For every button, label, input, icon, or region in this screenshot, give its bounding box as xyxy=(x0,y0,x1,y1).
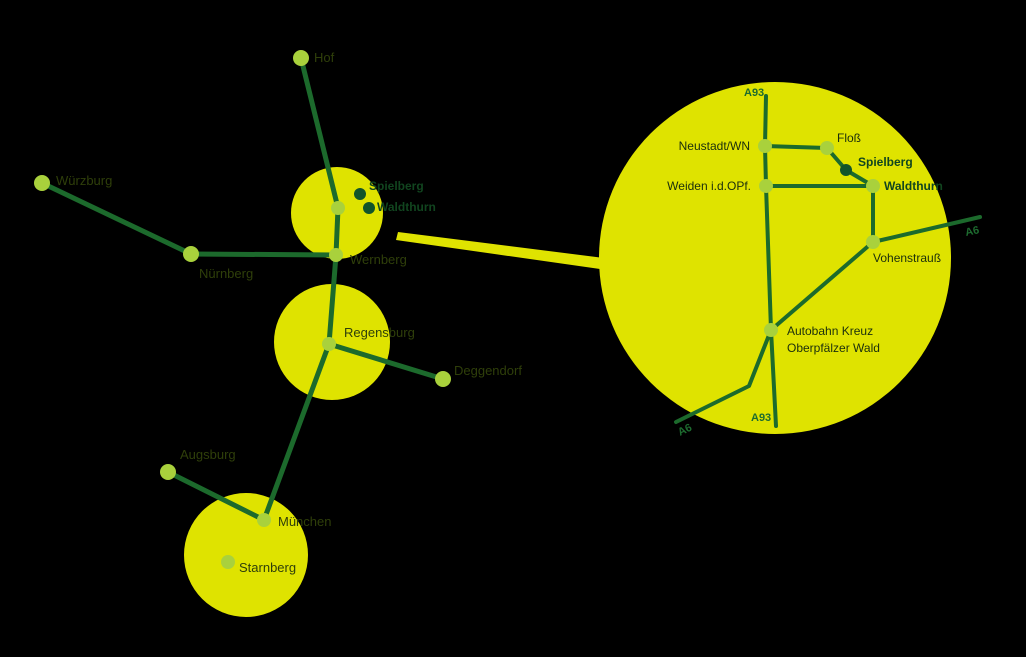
label-autobahn-kreuz-2: Oberpfälzer Wald xyxy=(787,341,880,355)
route-augsburg-muenchen xyxy=(165,469,267,523)
overview-routes xyxy=(39,55,446,523)
route-regensburg-deggendorf xyxy=(326,341,446,382)
label-starnberg: Starnberg xyxy=(239,560,296,575)
detail-destination-markers xyxy=(840,164,852,176)
label-nuernberg: Nürnberg xyxy=(199,266,253,281)
route-wernberg-regensburg xyxy=(326,252,339,347)
highlight-areas xyxy=(184,82,951,617)
label-floss: Floß xyxy=(837,131,861,145)
node-wuerzburg xyxy=(34,175,50,191)
node-deggendorf xyxy=(435,371,451,387)
node-junction-north xyxy=(331,201,345,215)
label-augsburg: Augsburg xyxy=(180,447,236,462)
label-wernberg: Wernberg xyxy=(350,252,407,267)
label-regensburg: Regensburg xyxy=(344,325,415,340)
overview-destination-markers xyxy=(354,188,375,214)
route-nuernberg-wernberg xyxy=(188,251,339,258)
label-weiden: Weiden i.d.OPf. xyxy=(667,179,751,193)
route-hof-spielberg xyxy=(298,55,341,211)
label-a93-top: A93 xyxy=(744,87,764,99)
label-a93-bottom: A93 xyxy=(751,412,771,424)
node-neustadt xyxy=(758,139,772,153)
node-wernberg xyxy=(329,248,343,262)
detail-labels: Neustadt/WN Floß Spielberg Weiden i.d.OP… xyxy=(667,87,980,439)
marker-spielberg xyxy=(354,188,366,200)
label-vohenstrauss: Vohenstrauß xyxy=(873,251,941,265)
node-autobahn-kreuz xyxy=(764,323,778,337)
label-hof: Hof xyxy=(314,50,335,65)
node-weiden xyxy=(759,179,773,193)
label-neustadt: Neustadt/WN xyxy=(679,139,750,153)
node-waldthurn-detail xyxy=(866,179,880,193)
node-floss xyxy=(820,141,834,155)
label-spielberg-detail: Spielberg xyxy=(858,155,913,169)
marker-waldthurn xyxy=(363,202,375,214)
label-muenchen: München xyxy=(278,514,331,529)
label-waldthurn: Waldthurn xyxy=(377,200,436,214)
label-waldthurn-detail: Waldthurn xyxy=(884,179,943,193)
overview-labels: Hof Würzburg Nürnberg Spielberg Waldthur… xyxy=(56,50,522,575)
zoom-circle xyxy=(599,82,951,434)
marker-spielberg-detail xyxy=(840,164,852,176)
label-deggendorf: Deggendorf xyxy=(454,363,522,378)
node-hof xyxy=(293,50,309,66)
detail-nodes xyxy=(758,139,880,337)
label-spielberg: Spielberg xyxy=(369,179,424,193)
node-starnberg xyxy=(221,555,235,569)
highlight-muenchen xyxy=(184,493,308,617)
label-a6-left: A6 xyxy=(676,422,694,439)
node-vohenstrauss xyxy=(866,235,880,249)
label-a6-right: A6 xyxy=(964,224,980,239)
label-autobahn-kreuz-1: Autobahn Kreuz xyxy=(787,324,873,338)
zoom-connector xyxy=(396,232,604,269)
overview-nodes xyxy=(34,50,451,569)
node-nuernberg xyxy=(183,246,199,262)
route-wuerzburg-nuernberg xyxy=(39,180,194,257)
node-regensburg xyxy=(322,337,336,351)
label-wuerzburg: Würzburg xyxy=(56,173,112,188)
route-neustadt-floss-spielberg xyxy=(763,144,875,188)
node-augsburg xyxy=(160,464,176,480)
route-spielberg-wernberg xyxy=(333,205,341,258)
route-regensburg-muenchen xyxy=(261,341,332,523)
node-muenchen xyxy=(257,513,271,527)
